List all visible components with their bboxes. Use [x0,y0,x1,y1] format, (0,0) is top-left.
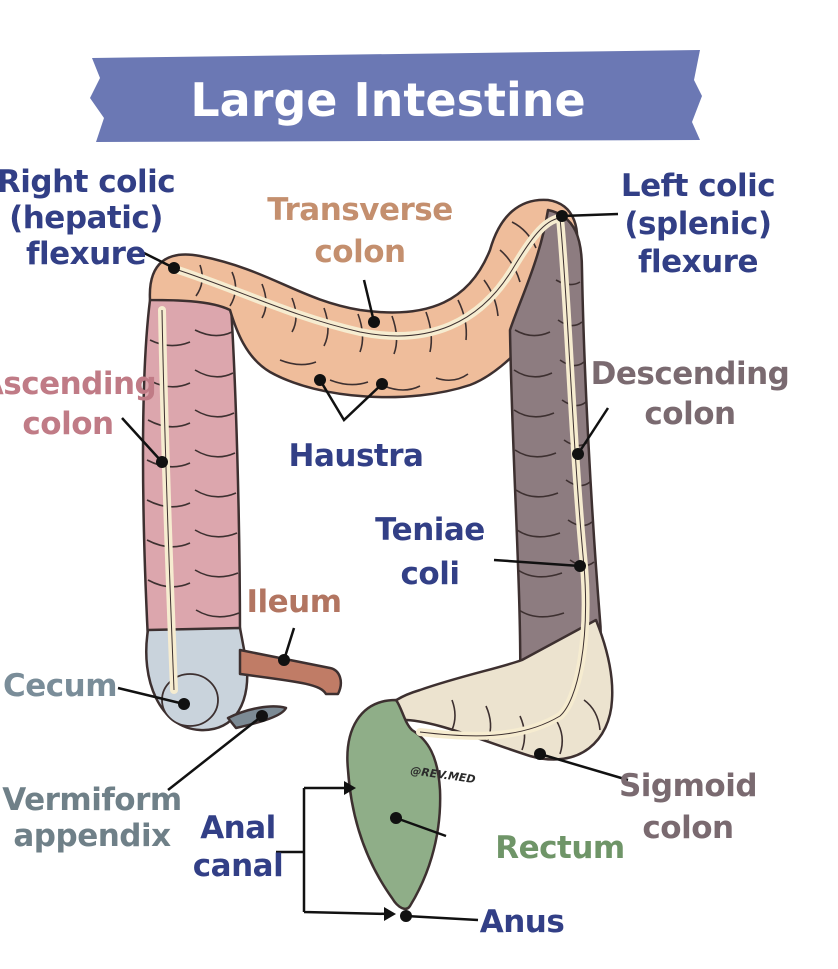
label-hepatic-flexure-line2: (hepatic) [9,200,163,236]
banner-shape [90,50,702,142]
title-banner: Large Intestine [90,50,702,142]
label-transverse-colon-line2: colon [314,234,405,270]
transverse-colon-shape [148,198,579,399]
dot-hepatic-flexure [168,262,180,274]
leader-teniae-coli [493,558,581,568]
label-splenic-flexure-line3: flexure [638,244,758,280]
label-teniae-coli-line2: coli [401,556,460,592]
label-transverse-colon-line1: Transverse [267,192,452,228]
dot-sigmoid-colon [534,748,546,760]
dot-rectum [390,812,402,824]
arrowhead-rectum-top [344,781,356,795]
label-splenic-flexure-line2: (splenic) [624,206,771,242]
arrowhead-anus [384,907,396,921]
label-teniae-coli-line1: Teniae [375,512,485,548]
leader-sigmoid-colon [539,752,629,782]
dot-haustra-right [376,378,388,390]
label-appendix-line1: Vermiform [2,782,181,818]
label-haustra: Haustra [289,438,424,474]
label-ascending-colon-line2: colon [22,406,113,442]
dot-splenic-flexure [556,210,568,222]
dot-haustra-left [314,374,326,386]
dot-appendix [256,710,268,722]
dot-teniae-coli [574,560,586,572]
label-descending-colon-line1: Descending [591,356,790,392]
label-hepatic-flexure-line3: flexure [26,236,146,272]
dot-cecum [178,698,190,710]
leader-splenic-flexure [561,212,619,218]
label-ascending-colon-line1: Ascending [0,366,156,402]
leader-lines [117,212,629,922]
label-splenic-flexure-line1: Left colic [621,168,775,204]
label-sigmoid-colon-line1: Sigmoid [619,768,757,804]
dot-anus [400,910,412,922]
leader-cecum [117,686,185,706]
label-anal-canal-line2: canal [193,848,283,884]
label-appendix-line2: appendix [13,818,171,854]
leader-rectum [395,816,447,838]
leader-transverse-colon [362,279,376,323]
label-cecum: Cecum [3,668,117,704]
teniae-coli-edge [161,217,587,737]
dot-descending-colon [572,448,584,460]
leader-anal-canal [276,786,391,916]
ascending-haustra-lines [146,329,240,618]
label-anal-canal-line1: Anal [200,810,276,846]
dot-ileum [278,654,290,666]
leader-anus [405,914,479,922]
leader-dots [156,210,586,922]
leader-arrowheads [344,781,396,921]
ileum-shape [238,648,342,696]
label-sigmoid-colon-line2: colon [642,810,733,846]
page-title: Large Intestine [190,73,585,127]
leader-hepatic-flexure [137,248,175,270]
colon-illustration [141,198,614,910]
dot-ascending-colon [156,456,168,468]
label-ileum: Ileum [246,584,341,620]
label-rectum: Rectum [495,830,624,866]
label-descending-colon-line2: colon [644,396,735,432]
leader-haustra [318,379,383,422]
label-anus: Anus [480,904,565,940]
leader-appendix [167,715,263,791]
leader-ascending-colon [121,417,163,463]
label-hepatic-flexure-line1: Right colic [0,164,175,200]
dot-transverse-colon [368,316,380,328]
labels: Right colic (hepatic) flexure Transverse… [0,164,790,940]
leader-descending-colon [576,407,610,455]
